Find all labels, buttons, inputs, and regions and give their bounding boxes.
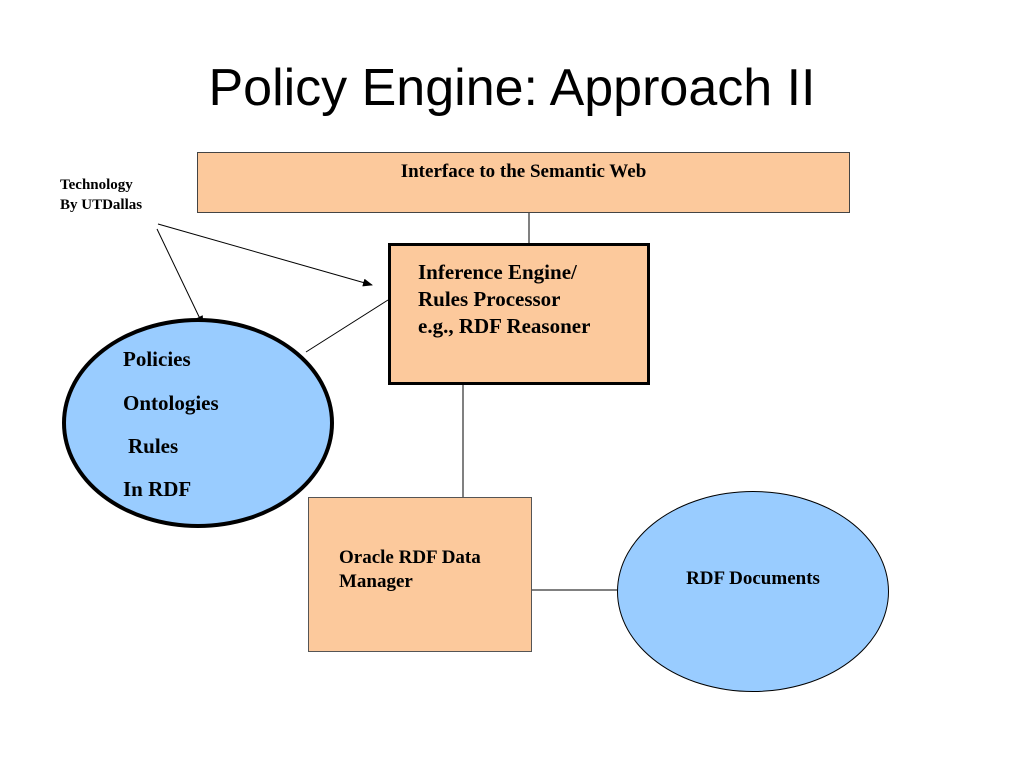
inference-line-2: Rules Processor: [418, 287, 561, 311]
rdf-documents-ellipse: [617, 491, 889, 692]
rdf-documents-label: RDF Documents: [686, 568, 820, 589]
oracle-line-1: Oracle RDF Data: [339, 547, 481, 568]
interface-box: Interface to the Semantic Web: [197, 152, 850, 213]
technology-note-line-1: Technology: [60, 177, 133, 193]
policies-line-3: Rules: [128, 434, 179, 458]
technology-note: Technology By UTDallas: [60, 175, 142, 215]
inference-line-3: e.g., RDF Reasoner: [418, 314, 591, 338]
policies-line-2: Ontologies: [123, 391, 219, 415]
oracle-line-2: Manager: [339, 571, 413, 592]
arrow-note-to-inference: [157, 223, 373, 287]
oracle-rdf-data-manager-box: Oracle RDF Data Manager: [308, 497, 532, 652]
policies-line-1: Policies: [123, 347, 191, 371]
policies-ellipse: [62, 318, 334, 528]
connector-policies-inference: [305, 299, 389, 353]
inference-line-1: Inference Engine/: [418, 260, 577, 284]
inference-engine-box: Inference Engine/ Rules Processor e.g., …: [388, 243, 650, 385]
technology-note-line-2: By UTDallas: [60, 197, 143, 213]
slide-title: Policy Engine: Approach II: [208, 59, 816, 117]
interface-label: Interface to the Semantic Web: [400, 161, 647, 182]
policies-line-4: In RDF: [123, 477, 192, 501]
arrow-note-to-policies: [156, 228, 204, 326]
